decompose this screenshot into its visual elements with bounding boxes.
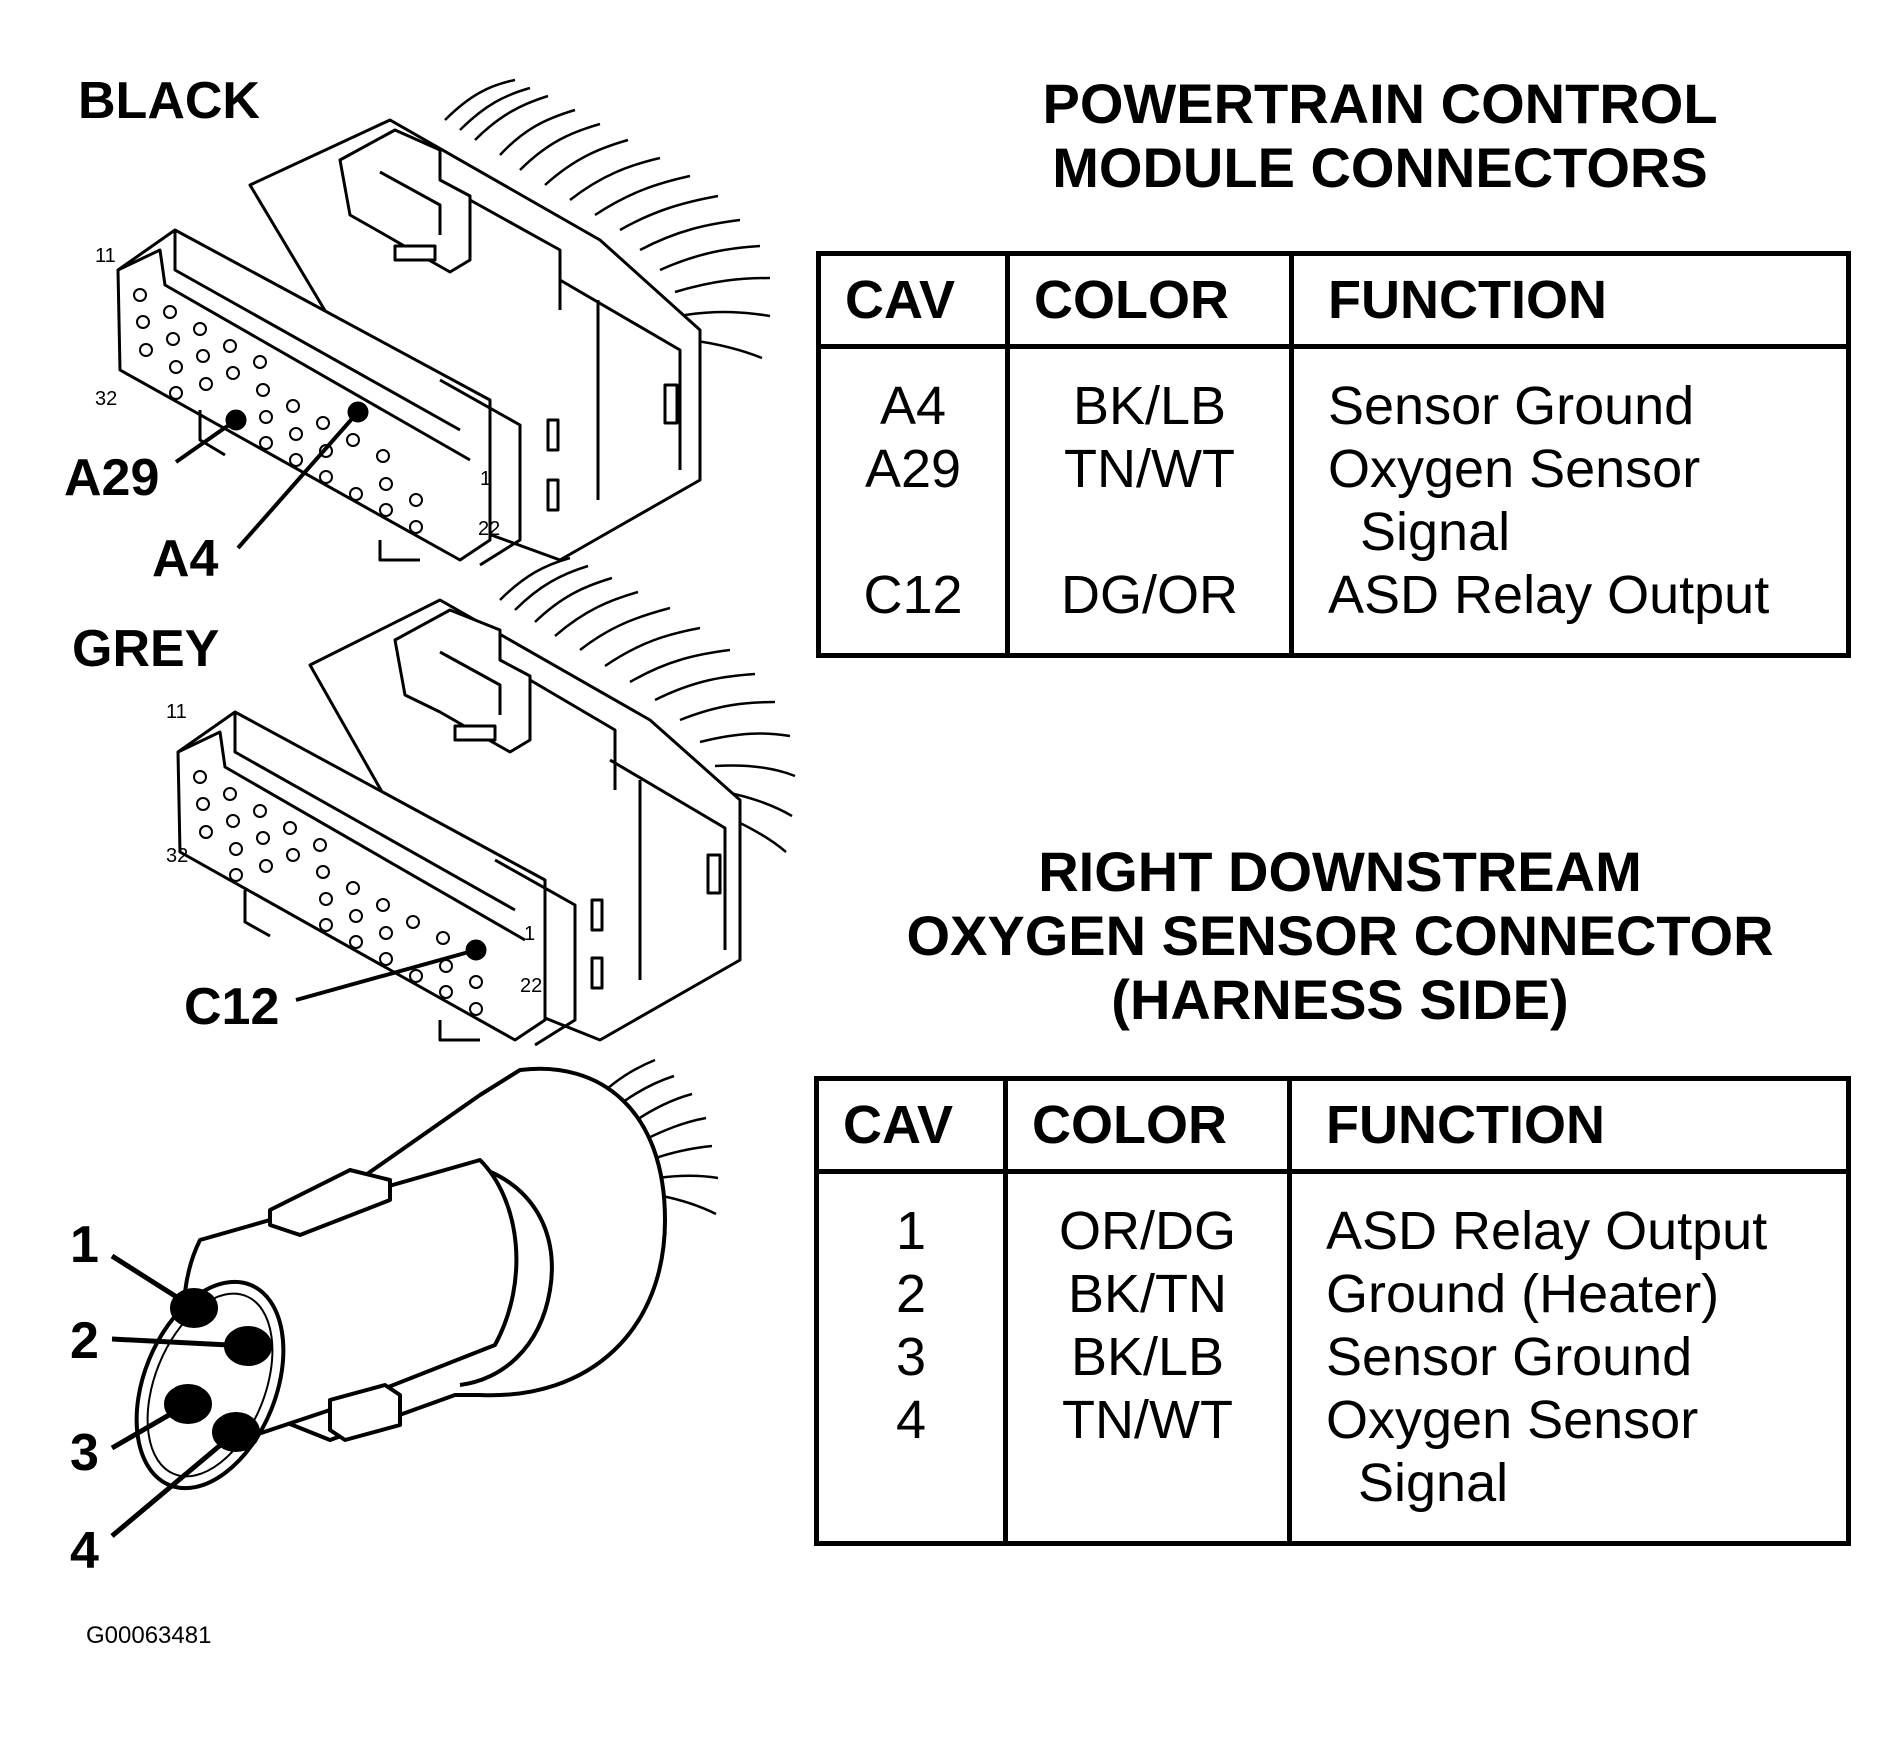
pcm-header-function: FUNCTION: [1291, 253, 1849, 349]
black-pin-22-label: 22: [478, 518, 500, 540]
table-cell: BK/TN: [1067, 1264, 1228, 1324]
table-cell: Sensor Ground: [1326, 1327, 1693, 1387]
grey-latch: [393, 608, 532, 754]
grey-pin-11-label: 11: [166, 701, 187, 723]
table-cell: 3: [895, 1327, 927, 1387]
black-pin-1-label: 1: [480, 468, 491, 490]
leader-o2-4: [110, 1430, 238, 1538]
table-cell: [835, 501, 991, 564]
o2-bottom-latch: [328, 1383, 402, 1442]
leader-o2-2: [111, 1336, 249, 1349]
pcm-table-header: CAV COLOR FUNCTION: [818, 253, 1849, 349]
black-pin-11-label: 11: [95, 245, 116, 267]
o2-table-header: CAV COLOR FUNCTION: [816, 1078, 1849, 1174]
table-cell: BK/LB: [1072, 376, 1227, 436]
black-latch: [338, 128, 472, 274]
table-cell: 1: [895, 1201, 927, 1261]
table-cell-spacer: [833, 1452, 989, 1515]
black-pcm-connector: [116, 78, 771, 567]
o2-function-column: ASD Relay Output Ground (Heater) Sensor …: [1290, 1172, 1849, 1544]
table-cell: ASD Relay Output: [1326, 1201, 1768, 1261]
black-label: BLACK: [78, 72, 260, 130]
o2-title-line2: OXYGEN SENSOR CONNECTOR: [906, 904, 1774, 967]
o2-cav-column: 1 2 3 4: [816, 1171, 1008, 1544]
table-cell: Oxygen Sensor: [1328, 439, 1701, 499]
pcm-cav-column: A4 A29 C12: [818, 346, 1010, 656]
grey-pcm-connector: [176, 556, 796, 1047]
callout-a4: A4: [152, 530, 219, 588]
pcm-header-color: COLOR: [1007, 253, 1294, 349]
table-cell: 4: [895, 1390, 927, 1450]
callout-o2-4: 4: [70, 1522, 99, 1580]
table-cell: Oxygen Sensor: [1326, 1390, 1699, 1450]
callout-a29: A29: [64, 449, 159, 507]
o2-header-cav: CAV: [816, 1078, 1008, 1174]
pcm-title-line1: POWERTRAIN CONTROL: [1042, 72, 1718, 135]
pcm-title-line2: MODULE CONNECTORS: [1052, 136, 1708, 199]
table-cell: BK/LB: [1070, 1327, 1225, 1387]
grey-label: GREY: [72, 620, 219, 678]
callout-o2-2: 2: [70, 1312, 99, 1370]
callout-o2-3: 3: [70, 1424, 99, 1482]
table-cell: A4: [879, 376, 947, 436]
leader-o2-3: [110, 1401, 190, 1451]
table-cell: DG/OR: [1060, 565, 1238, 625]
figure-id: G00063481: [86, 1622, 212, 1649]
pcm-header-cav: CAV: [818, 253, 1010, 349]
table-cell: OR/DG: [1058, 1201, 1236, 1261]
table-cell: ASD Relay Output: [1328, 565, 1770, 625]
pcm-title: POWERTRAIN CONTROL MODULE CONNECTORS: [1000, 72, 1760, 200]
o2-title-line1: RIGHT DOWNSTREAM: [1038, 840, 1642, 903]
grey-pin-1-label: 1: [524, 923, 535, 945]
black-connector-wires: [444, 78, 771, 360]
grey-connector-wires: [499, 556, 796, 853]
o2-top-latch: [268, 1168, 392, 1237]
callout-c12: C12: [184, 978, 279, 1036]
leader-o2-1: [110, 1253, 196, 1311]
o2-table-body: 1 2 3 4 OR/DG BK/TN BK/LB TN/WT ASD Rela…: [816, 1171, 1849, 1544]
o2-title: RIGHT DOWNSTREAM OXYGEN SENSOR CONNECTOR…: [880, 840, 1800, 1032]
black-pin-32-label: 32: [95, 388, 117, 410]
table-cell-spacer: [1022, 1452, 1273, 1515]
table-cell: Sensor Ground: [1328, 376, 1695, 436]
o2-pinout-table: CAV COLOR FUNCTION 1 2 3 4 OR/DG BK/TN B…: [814, 1076, 1851, 1546]
table-cell: 2: [895, 1264, 927, 1324]
callout-o2-1: 1: [70, 1216, 99, 1274]
table-cell: Signal: [1360, 502, 1511, 562]
table-cell: Ground (Heater): [1326, 1264, 1720, 1324]
leader-a4: [236, 410, 360, 550]
table-cell: TN/WT: [1062, 1390, 1233, 1450]
table-cell: C12: [863, 565, 963, 625]
pcm-color-column: BK/LB TN/WT DG/OR: [1007, 346, 1294, 656]
grey-pin-holes: [193, 770, 483, 1016]
leader-a29: [174, 418, 238, 464]
grey-pin-32-label: 32: [166, 845, 188, 867]
o2-title-line3: (HARNESS SIDE): [1111, 968, 1569, 1031]
pcm-table-body: A4 A29 C12 BK/LB TN/WT DG/OR Sensor Grou…: [818, 346, 1849, 656]
table-cell: TN/WT: [1064, 439, 1235, 499]
grey-pin-22-label: 22: [520, 975, 542, 997]
pcm-pinout-table: CAV COLOR FUNCTION A4 A29 C12 BK/LB TN/W…: [816, 251, 1851, 658]
o2-header-color: COLOR: [1005, 1078, 1292, 1174]
o2-header-function: FUNCTION: [1289, 1078, 1849, 1174]
black-pin-holes: [133, 288, 423, 534]
o2-color-column: OR/DG BK/TN BK/LB TN/WT: [1005, 1171, 1292, 1544]
table-cell: Signal: [1358, 1453, 1509, 1513]
table-cell-spacer: [1024, 501, 1275, 564]
table-cell: A29: [864, 439, 962, 499]
pcm-function-column: Sensor Ground Oxygen Sensor Signal ASD R…: [1292, 347, 1849, 656]
oxygen-sensor-connector: [110, 1058, 719, 1538]
leader-c12: [295, 948, 477, 1002]
